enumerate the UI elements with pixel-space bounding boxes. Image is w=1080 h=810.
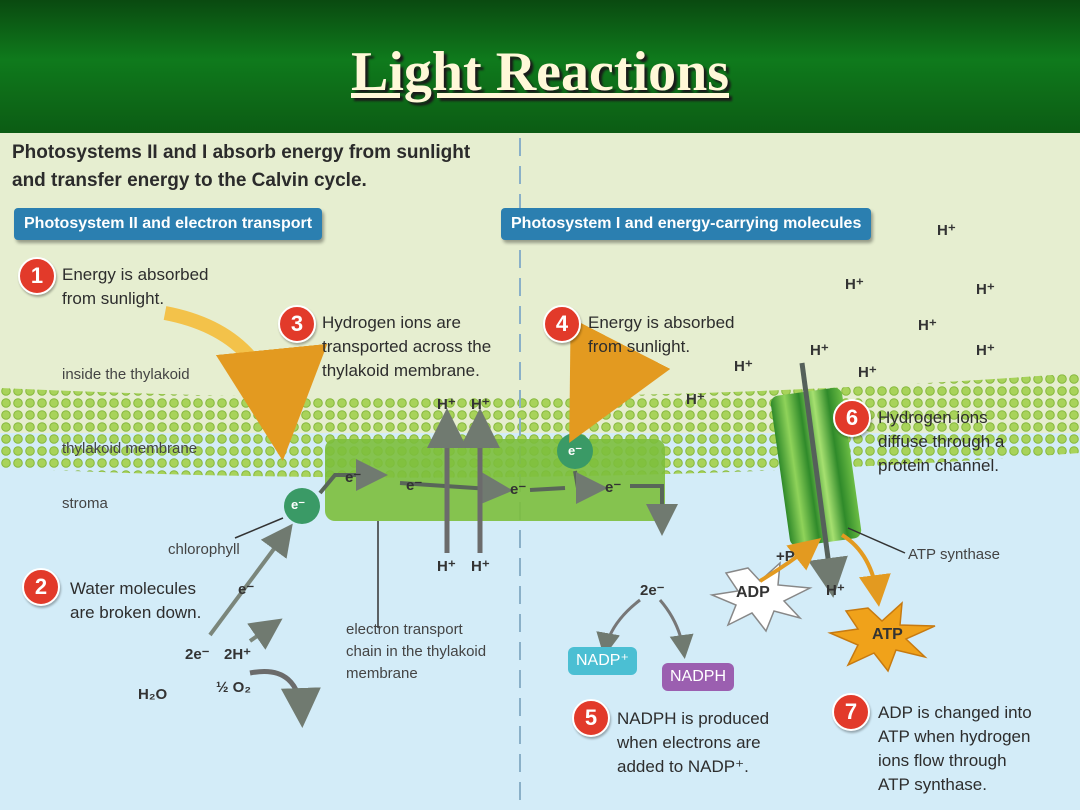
h-ion: H⁺ <box>471 396 490 413</box>
step-4-badge: 4 <box>543 305 581 343</box>
electron-label: e⁻ <box>345 469 362 486</box>
h-ion: H⁺ <box>686 391 705 408</box>
label-inside-thylakoid: inside the thylakoid <box>62 366 190 383</box>
electron-ps2: e⁻ <box>291 497 306 512</box>
two-electrons-nadp: 2e⁻ <box>640 582 665 599</box>
h-ion: H⁺ <box>471 558 490 575</box>
h-ion: H⁺ <box>437 558 456 575</box>
electron-label: e⁻ <box>510 481 527 498</box>
electron-label: e⁻ <box>406 477 423 494</box>
photosynthesis-figure: Photosystems II and I absorb energy from… <box>0 133 1080 810</box>
h-ion: H⁺ <box>976 342 995 359</box>
h-ion: H⁺ <box>918 317 937 334</box>
electron-label: e⁻ <box>605 479 622 496</box>
two-electrons: 2e⁻ <box>185 646 210 663</box>
h-ion: H⁺ <box>858 364 877 381</box>
step-1-badge: 1 <box>18 257 56 295</box>
adp-star <box>709 561 813 633</box>
heading-line-1: Photosystems II and I absorb energy from… <box>12 142 471 163</box>
slide-header: Light Reactions <box>0 0 1080 133</box>
oxygen: ½ O₂ <box>216 679 252 696</box>
heading-line-2: and transfer energy to the Calvin cycle. <box>12 170 367 191</box>
label-thylakoid-membrane: thylakoid membrane <box>62 440 198 457</box>
h-ion: H⁺ <box>845 276 864 293</box>
slide-title: Light Reactions <box>351 41 729 103</box>
h-ion: H⁺ <box>826 582 845 599</box>
atp-label: ATP <box>872 626 903 643</box>
label-chlorophyll: chlorophyll <box>168 541 240 558</box>
chlorophyll-ps2 <box>284 488 320 524</box>
figure-graphics <box>0 133 1080 810</box>
nadph-pill: NADPH <box>662 663 735 691</box>
step-5-badge: 5 <box>572 699 610 737</box>
step-6-badge: 6 <box>833 399 871 437</box>
step-7-badge: 7 <box>832 693 870 731</box>
h-ion: H⁺ <box>810 342 829 359</box>
plus-phosphate: +P <box>776 548 795 565</box>
figure-heading: Photosystems II and I absorb energy from… <box>12 139 470 195</box>
inside-region <box>0 133 1080 433</box>
tab-photosystem-1: Photosystem I and energy-carrying molecu… <box>501 208 872 240</box>
tab-photosystem-2: Photosystem II and electron transport <box>14 208 323 240</box>
adp-label: ADP <box>736 584 770 601</box>
nadp-pill: NADP⁺ <box>568 647 637 675</box>
label-atp-synthase: ATP synthase <box>908 546 1000 563</box>
electron-ps1: e⁻ <box>568 443 583 458</box>
h-ion: H⁺ <box>976 281 995 298</box>
atp-star <box>827 601 936 673</box>
h-ion: H⁺ <box>937 222 956 239</box>
step-3-badge: 3 <box>278 305 316 343</box>
label-stroma: stroma <box>62 495 108 512</box>
two-hydrogen-ions: 2H⁺ <box>224 646 252 663</box>
h-ion: H⁺ <box>734 358 753 375</box>
step-2-badge: 2 <box>22 568 60 606</box>
h-ion: H⁺ <box>437 396 456 413</box>
water-molecule: H₂O <box>138 686 168 703</box>
electron-label: e⁻ <box>238 581 255 598</box>
